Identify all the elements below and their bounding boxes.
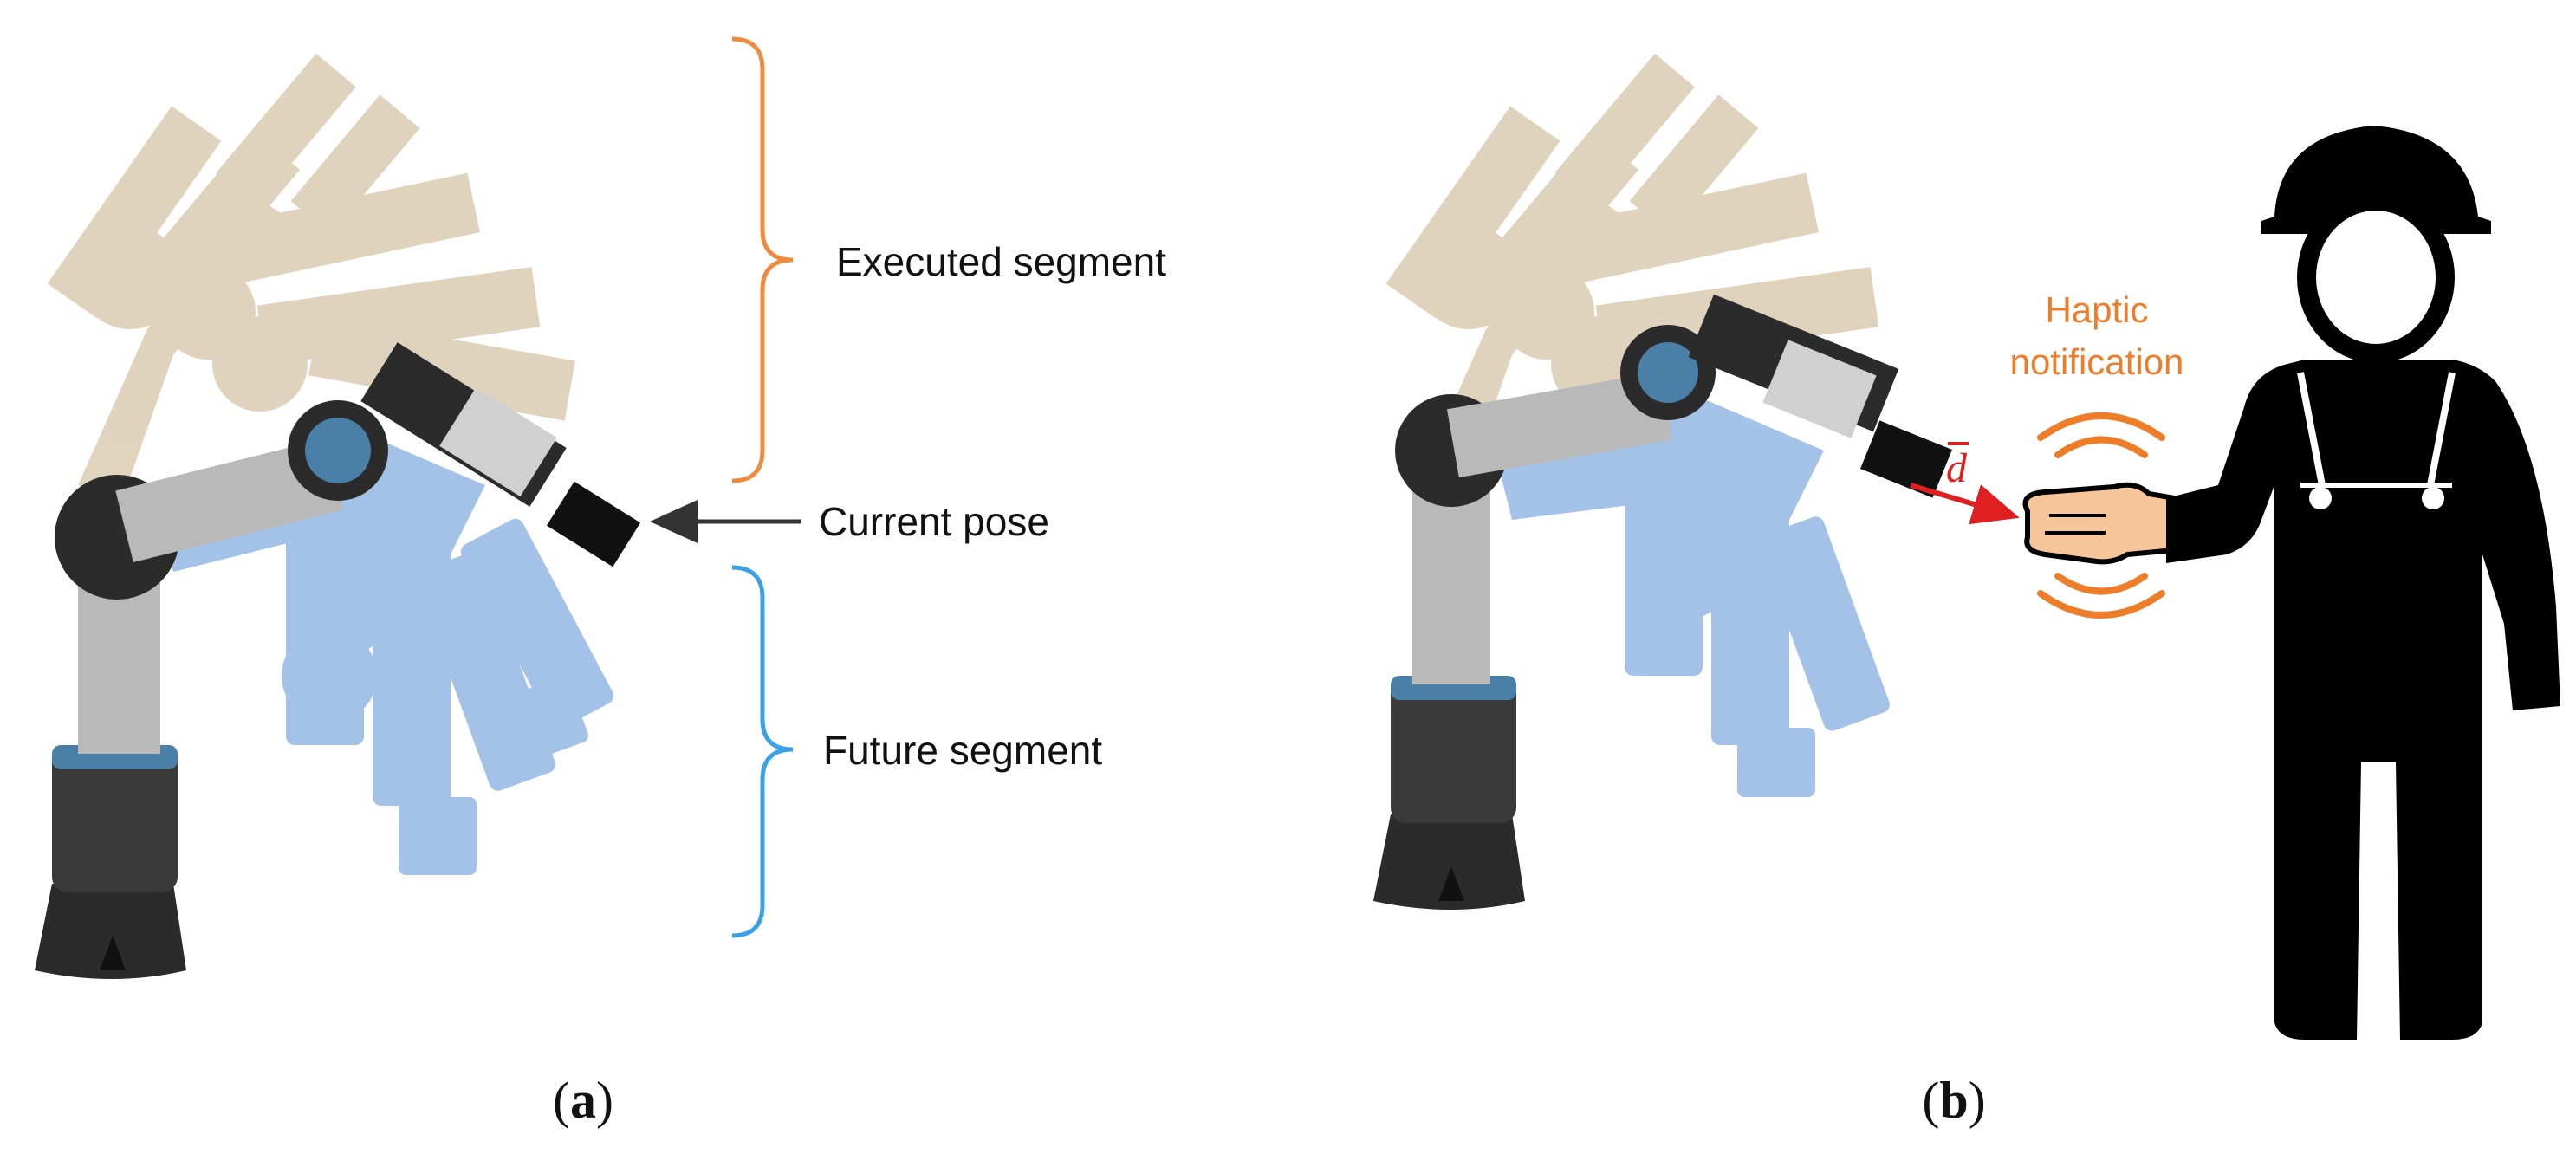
haptic-label-line1: Haptic (2045, 289, 2148, 330)
robot-arm-icon-b (1373, 53, 1952, 910)
executed-ghost-arms (47, 53, 575, 502)
executed-ghost-arms-b (1385, 53, 1879, 502)
robot-upper-arm (115, 438, 344, 562)
executed-brace (731, 36, 794, 483)
haptic-label-line2: notification (2010, 341, 2184, 382)
distance-arrow (1910, 483, 2020, 525)
future-ghost-arms-b (1495, 399, 1890, 797)
haptic-waves-icon (2037, 412, 2165, 619)
robot-lower-arm (78, 572, 160, 754)
panel-a: Executed segment Current pose Future seg… (35, 36, 1166, 1129)
current-pose-label: Current pose (819, 499, 1049, 544)
robot-end-effector (546, 481, 641, 567)
executed-segment-label: Executed segment (836, 239, 1166, 284)
worker-icon (2166, 126, 2560, 1040)
robot-base (35, 745, 186, 979)
robot-arm-icon (35, 53, 641, 979)
caption-b: (b) (1922, 1072, 1985, 1129)
robot-base-b (1373, 676, 1525, 910)
future-brace (731, 565, 794, 938)
panel-b: d Haptic notification (1373, 53, 2560, 1129)
distance-symbol: d (1946, 445, 1968, 491)
future-segment-label: Future segment (823, 728, 1102, 773)
hand-icon (2022, 482, 2177, 565)
caption-a: (a) (553, 1072, 613, 1129)
